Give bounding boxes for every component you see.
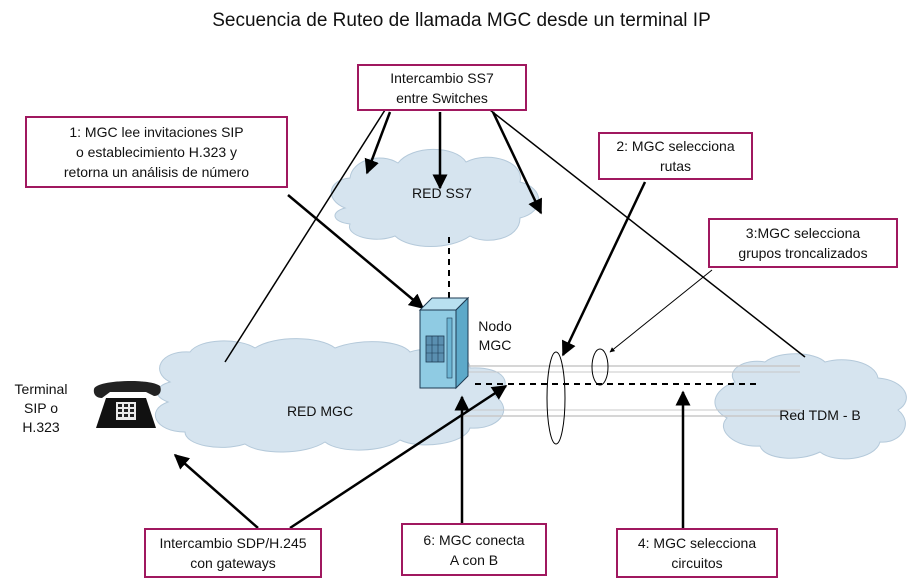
arrow-sdp-to-mgc [289, 384, 508, 530]
callout-line: con gateways [190, 555, 276, 571]
callout-line: Intercambio SS7 [390, 69, 494, 86]
callout-line: 4: MGC selecciona [637, 535, 757, 551]
callout-line: circuitos [671, 555, 723, 571]
line-ss7-to-tdm [489, 109, 806, 358]
callout-line: A con B [449, 551, 499, 568]
server-icon [418, 296, 470, 390]
callout-line: grupos troncalizados [738, 245, 868, 261]
trunk-tube [463, 365, 800, 417]
callout-step6: 6: MGC conecta A con B [401, 523, 547, 576]
label-line: Terminal [14, 381, 68, 397]
arrow-step1-to-node [287, 194, 425, 309]
label-red-mgc: RED MGC [286, 403, 354, 419]
callout-line: retorna un análisis de número [63, 164, 250, 180]
label-red-ss7: RED SS7 [412, 185, 472, 201]
callout-line: 1: MGC lee invitaciones SIP [69, 124, 244, 140]
callout-line: 6: MGC conecta [423, 531, 525, 548]
cloud-tdm [714, 353, 907, 460]
trunk-group-ellipse [591, 348, 609, 386]
arrow-ss7-box-left [364, 111, 392, 175]
callout-step2: 2: MGC selecciona rutas [598, 132, 753, 180]
callout-sdp-exchange: Intercambio SDP/H.245 con gateways [144, 528, 322, 578]
callout-line: Intercambio SDP/H.245 [159, 535, 307, 551]
telephone-icon [93, 380, 161, 428]
callout-step1: 1: MGC lee invitaciones SIP o establecim… [25, 116, 288, 188]
cloud-mgc [155, 338, 506, 453]
callout-line: entre Switches [396, 89, 488, 106]
label-line: SIP o [24, 400, 58, 416]
label-terminal: Terminal SIP o H.323 [6, 380, 76, 437]
arrow-sdp-to-terminal [173, 454, 259, 529]
label-line: H.323 [22, 419, 60, 435]
line-ss7-to-mgc-cloud [224, 109, 386, 363]
callout-line: o establecimiento H.323 y [75, 144, 238, 160]
arrow-step2-to-route [561, 181, 647, 357]
arrow-ss7-box-right [491, 111, 543, 215]
callout-step4: 4: MGC selecciona circuitos [616, 528, 778, 578]
page-title: Secuencia de Ruteo de llamada MGC desde … [212, 10, 711, 31]
route-ellipse [546, 351, 566, 445]
label-line: MGC [478, 337, 512, 353]
arrow-step3-to-trunk [609, 269, 713, 353]
callout-step3: 3:MGC selecciona grupos troncalizados [708, 218, 898, 268]
label-nodo-mgc: Nodo MGC [470, 317, 520, 355]
callout-ss7-exchange: Intercambio SS7 entre Switches [357, 64, 527, 111]
callout-line: 3:MGC selecciona [745, 225, 861, 241]
label-red-tdm: Red TDM - B [779, 407, 861, 423]
callout-line: rutas [659, 158, 692, 174]
callout-line: 2: MGC selecciona [616, 138, 735, 154]
label-line: Nodo [478, 318, 512, 334]
